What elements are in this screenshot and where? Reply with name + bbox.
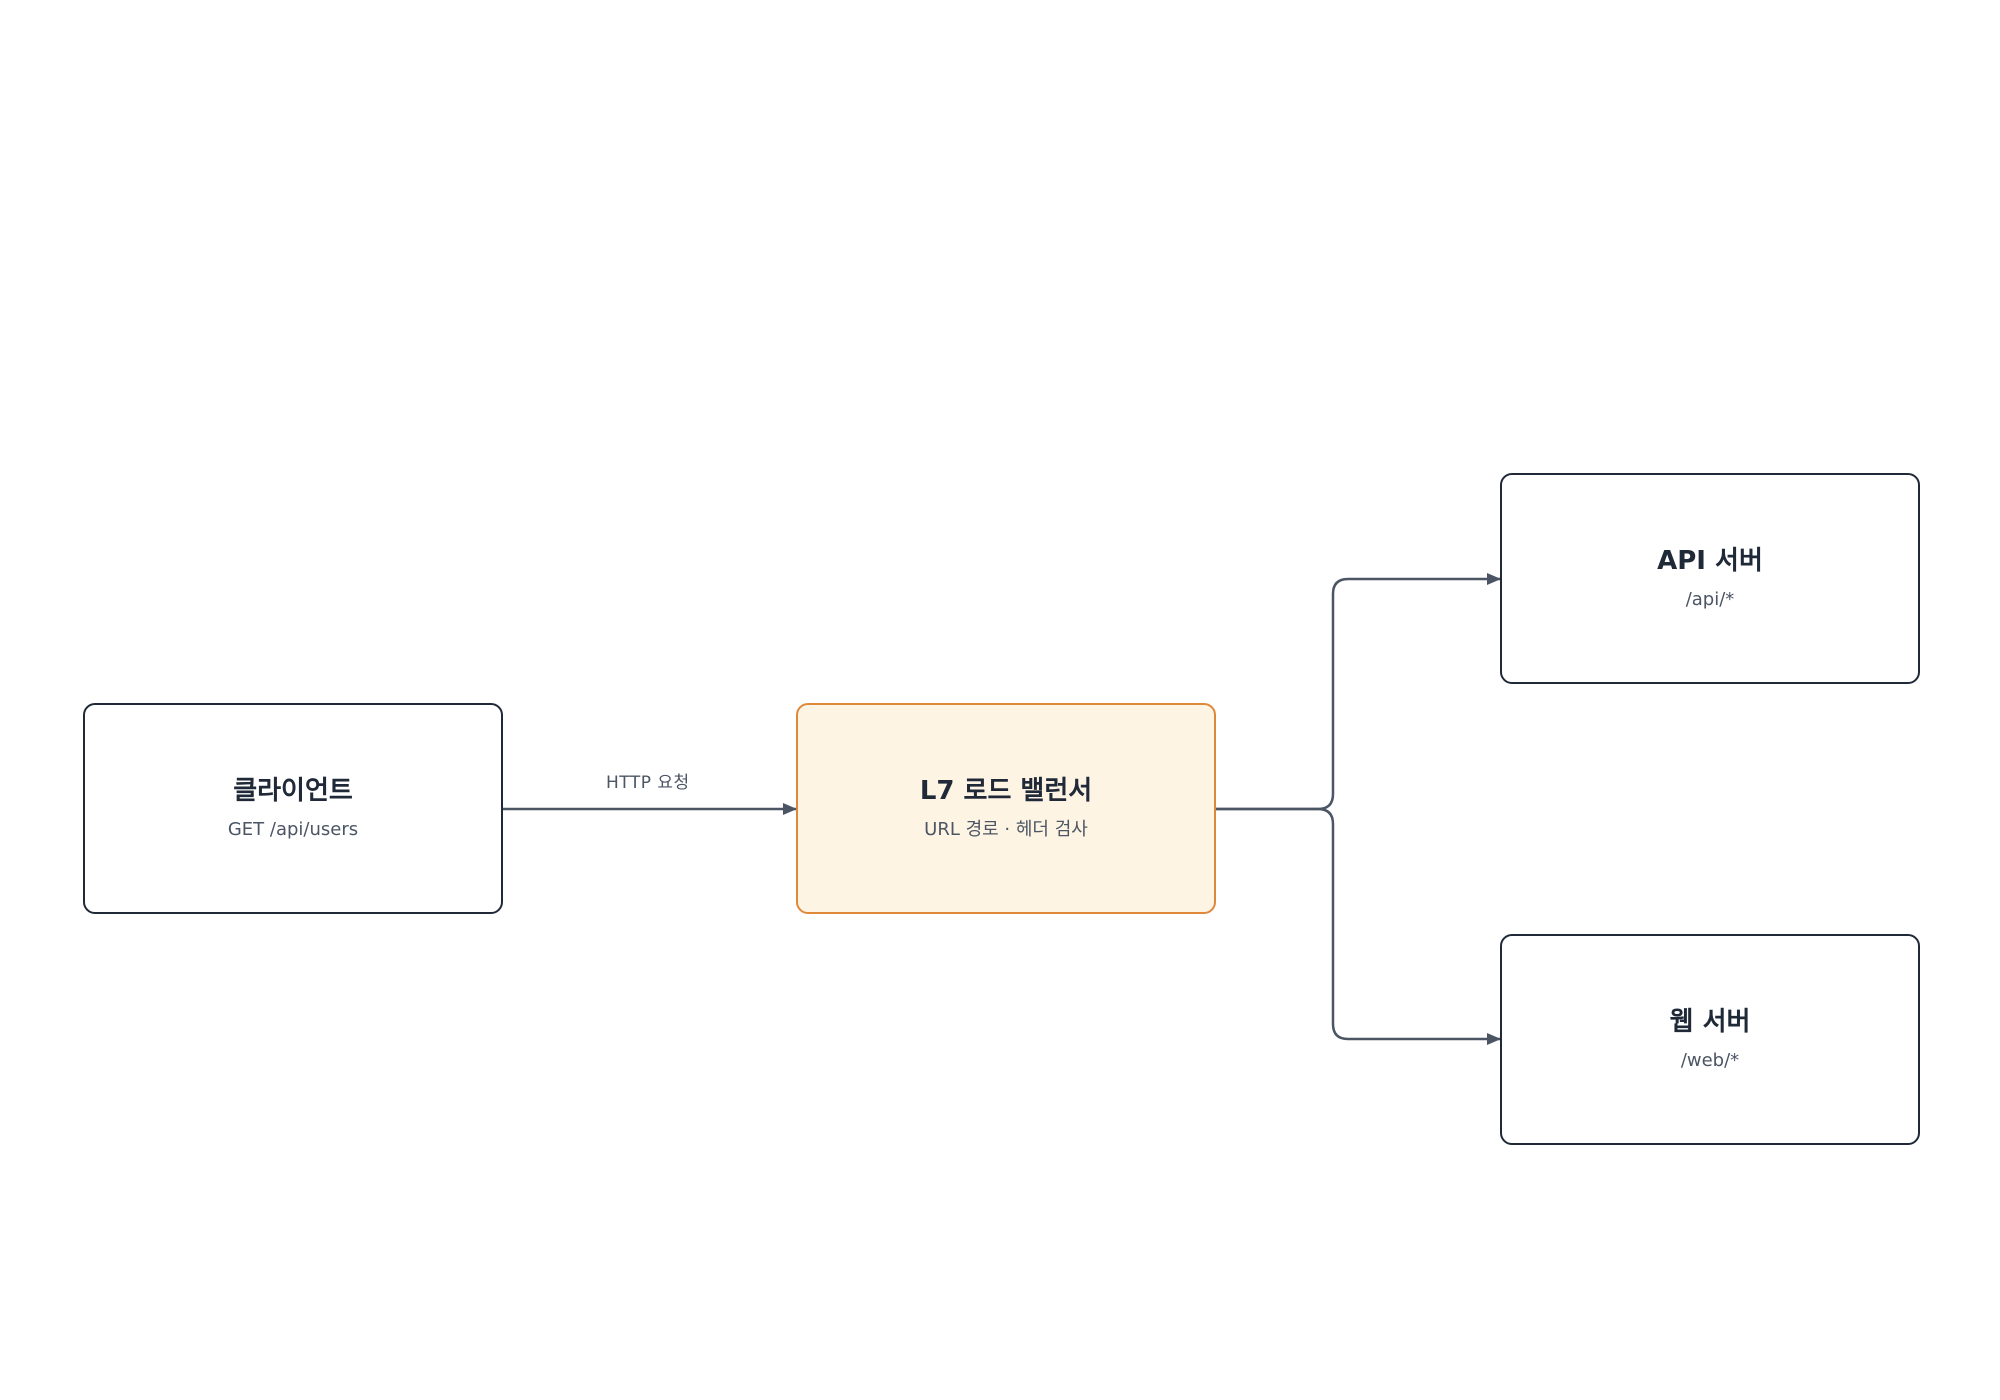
- node-web-server: 웹 서버 /web/*: [1500, 934, 1920, 1145]
- node-api-server: API 서버 /api/*: [1500, 473, 1920, 684]
- node-client-subtitle: GET /api/users: [227, 819, 359, 841]
- node-api-server-subtitle: /api/*: [1685, 589, 1735, 611]
- edge-label-http-request: HTTP 요청: [606, 773, 690, 793]
- node-web-server-subtitle: /web/*: [1680, 1050, 1740, 1072]
- node-load-balancer-subtitle: URL 경로 · 헤더 검사: [924, 819, 1088, 841]
- node-api-server-title: API 서버: [1657, 546, 1763, 577]
- node-load-balancer: L7 로드 밸런서 URL 경로 · 헤더 검사: [796, 703, 1216, 914]
- edge-load-balancer-to-web-server: [1216, 807, 1501, 1045]
- node-client: 클라이언트 GET /api/users: [83, 703, 503, 914]
- node-load-balancer-title: L7 로드 밸런서: [919, 776, 1093, 807]
- edge-load-balancer-to-api-server: [1216, 573, 1501, 811]
- node-web-server-title: 웹 서버: [1669, 1007, 1751, 1038]
- node-client-title: 클라이언트: [233, 776, 353, 807]
